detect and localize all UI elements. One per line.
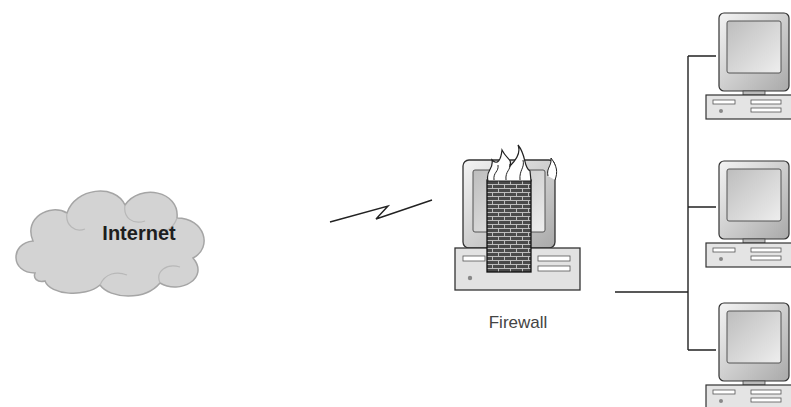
drive-slot (538, 256, 570, 261)
computer-case (455, 248, 580, 290)
firewall-node: Firewall (450, 155, 586, 337)
monitor-screen (473, 170, 545, 232)
network-bus (615, 56, 716, 350)
node-label: Firewall (450, 313, 586, 333)
flame (548, 158, 557, 180)
power-button (468, 276, 472, 280)
cloud-outline (16, 191, 204, 296)
flame (487, 145, 531, 181)
client-computer (706, 13, 791, 119)
client-computer (706, 303, 791, 407)
client-computer (706, 161, 791, 267)
flame-lines (494, 160, 524, 180)
cloud-detail (67, 205, 180, 285)
monitor-body (463, 160, 555, 248)
firewall-computer (455, 145, 580, 290)
cloud-node: Internet (5, 163, 217, 301)
drive-slot (463, 256, 485, 261)
node-label: Internet (5, 163, 217, 301)
serial-link (217, 200, 450, 227)
drive-slot (538, 266, 570, 271)
brick-wall (487, 180, 531, 272)
